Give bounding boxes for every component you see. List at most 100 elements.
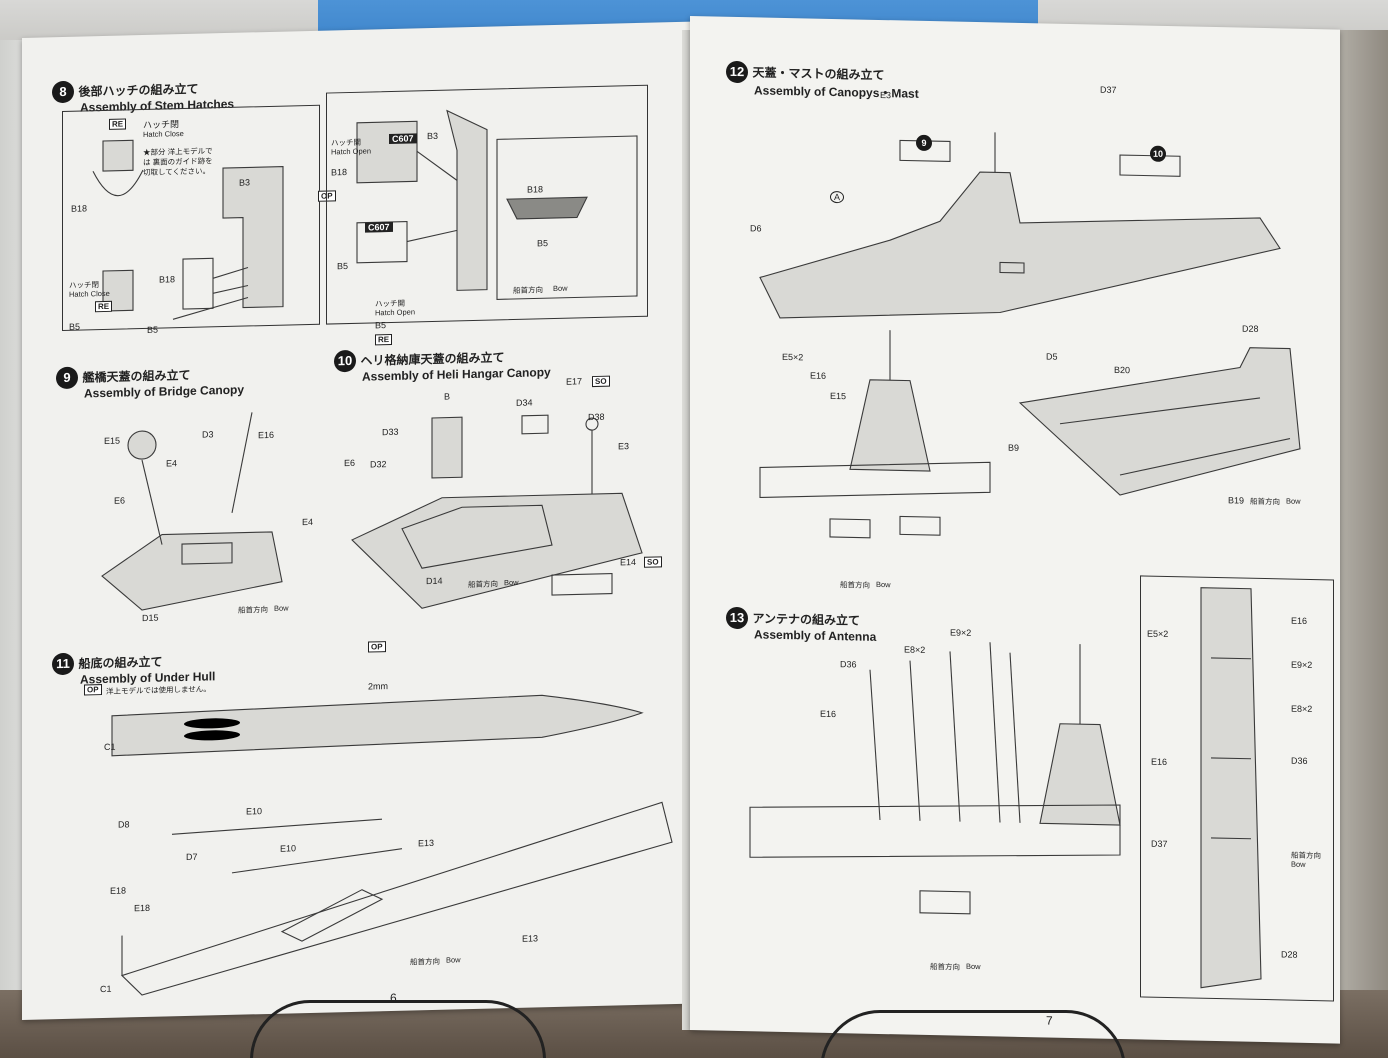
step8-b18b-label: B18	[159, 274, 176, 285]
step8-b5e-label: B5	[537, 238, 549, 249]
step9-number: 9	[56, 366, 78, 390]
step10-so-tag-2: SO	[644, 556, 662, 568]
step9-bridge-drawing	[101, 412, 283, 611]
step12-title-jp: 天蓋・マストの組み立て	[752, 65, 885, 83]
step13-overhead-drawing	[1200, 587, 1262, 989]
step10-d33-label: D33	[382, 426, 399, 438]
step11-d7-label: D7	[186, 851, 198, 862]
step13-e9x2-label: E9×2	[950, 627, 972, 638]
step9-e16-label: E16	[258, 429, 275, 441]
step12-e3-label: E3	[880, 89, 892, 101]
step9-e15-label: E15	[104, 435, 121, 446]
step8-re-label-1: RE	[109, 118, 127, 130]
step11-c1a-label: C1	[104, 741, 116, 752]
step10-d32-label: D32	[370, 459, 387, 470]
step10-bow-en: Bow	[504, 577, 519, 588]
step8-number: 8	[52, 80, 74, 104]
step8-b5d-label: B5	[375, 320, 387, 331]
step10-d34-label: D34	[516, 397, 533, 408]
step11-op-icon-2: OP	[368, 641, 386, 653]
step9-heading: 9 艦橋天蓋の組み立て Assembly of Bridge Canopy	[56, 363, 244, 402]
step13-e16-label: E16	[820, 708, 837, 720]
step12-d28-label: D28	[1242, 323, 1259, 334]
step12-e5x2-label: E5×2	[782, 351, 804, 363]
step8-hatch-open-box: ハッチ開 Hatch Open C607 B3 B18 C607 B5 ハッチ開…	[326, 84, 648, 346]
step13-title-jp: アンテナの組み立て	[752, 611, 860, 628]
step8-hatch-close2-en: Hatch Close	[69, 288, 110, 299]
step10-number: 10	[334, 349, 356, 373]
step11-e13a-label: E13	[418, 837, 435, 849]
step13-d36b-label: D36	[1291, 755, 1308, 766]
step11-bow-jp: 船首方向	[410, 956, 440, 967]
step8-b18-label: B18	[71, 203, 88, 214]
step9-d15-label: D15	[142, 612, 159, 624]
step11-d8-label: D8	[118, 819, 130, 830]
step13-d37-label: D37	[1151, 838, 1168, 850]
step13-antenna-drawing	[749, 642, 1121, 915]
step11-op-icon-1: OP	[84, 684, 102, 696]
step12-ship-drawing	[759, 132, 1281, 319]
instruction-page-left: 8 後部ハッチの組み立て Assembly of Stem Hatches RE…	[22, 21, 702, 1020]
step13-e8x2b-label: E8×2	[1291, 703, 1313, 715]
step11-e18b-label: E18	[134, 902, 151, 914]
step9-d3-label: D3	[202, 429, 214, 440]
step12-d6-label: D6	[750, 223, 762, 234]
step8-re-label-2: RE	[95, 300, 113, 313]
step12-ref9-badge: 9	[916, 134, 932, 152]
step8-hatch-open-en: Hatch Open	[331, 146, 372, 157]
step8-b18c-label: B18	[331, 167, 348, 178]
step10-e14-label: E14	[620, 556, 637, 568]
step11-bow-en: Bow	[446, 955, 461, 965]
step10-e17-label: E17	[566, 376, 583, 387]
step13-e5x2b-label: E5×2	[1147, 628, 1169, 640]
step11-e13b-label: E13	[522, 933, 539, 944]
step12-mast-drawing	[759, 330, 991, 539]
step12-bow-en-2: Bow	[1286, 496, 1301, 506]
step12-b20-label: B20	[1114, 364, 1131, 376]
step8-hatch-close-box: RE ハッチ閉 Hatch Close ★部分 洋上モデルでは 裏面のガイド跡を…	[62, 104, 320, 335]
step13-overhead-bow-en: Bow	[1291, 859, 1306, 869]
step9-e6-label: E6	[114, 495, 126, 506]
step9-bow-en: Bow	[274, 603, 289, 613]
step13-bow-jp: 船首方向	[930, 962, 960, 972]
step10-so-tag-1: SO	[592, 375, 610, 388]
step10-e6-label: E6	[344, 457, 356, 469]
step12-b19-label: B19	[1228, 495, 1245, 506]
step12-d37-label: D37	[1100, 84, 1117, 95]
step8-b5b-label: B5	[69, 321, 81, 332]
step12-bow-en: Bow	[876, 579, 891, 590]
step10-title-jp: ヘリ格納庫天蓋の組み立て	[360, 350, 505, 368]
step8-hatch-open2-en: Hatch Open	[375, 307, 416, 318]
step10-e3-label: E3	[618, 441, 630, 452]
step12-bow-jp: 船首方向	[840, 580, 870, 590]
step10-heading: 10 ヘリ格納庫天蓋の組み立て Assembly of Heli Hangar …	[334, 345, 551, 384]
step8-c607-tag-2: C607	[365, 221, 393, 233]
step8-b5-label: B5	[147, 324, 159, 335]
step9-bow-jp: 船首方向	[238, 604, 268, 615]
booklet-stand-left	[250, 1000, 546, 1058]
step8-b18d-label: B18	[527, 184, 544, 195]
step13-bow-en: Bow	[966, 961, 981, 972]
step10-bow-jp: 船首方向	[468, 579, 498, 590]
step11-heading: 11 船底の組み立て Assembly of Under Hull	[52, 649, 215, 687]
step8-title-jp: 後部ハッチの組み立て	[78, 81, 199, 99]
instruction-page-right: 12 天蓋・マストの組み立て Assembly of Canopys・Mast …	[690, 16, 1340, 1044]
step13-e8x2-label: E8×2	[904, 644, 926, 655]
step12-title-en: Assembly of Canopys・Mast	[754, 83, 919, 101]
step13-e16b-label: E16	[1291, 615, 1308, 626]
step8-b3-label: B3	[239, 177, 251, 188]
booklet-stand-right	[820, 1010, 1126, 1058]
step13-d28-label: D28	[1281, 949, 1298, 960]
step10-title-en: Assembly of Heli Hangar Canopy	[362, 365, 551, 384]
step12-b9-label: B9	[1008, 442, 1020, 453]
step8-bow-en: Bow	[553, 283, 568, 294]
step13-overhead-box: E5×2 E16 E9×2 E8×2 E16 D36 D37 船首方向 Bow …	[1140, 575, 1334, 1002]
step12-a-marker: A	[830, 190, 845, 204]
step12-e16-label: E16	[810, 370, 827, 381]
step11-hull-drawing	[111, 694, 673, 996]
step8-hatch-close-en: Hatch Close	[143, 129, 184, 140]
step13-e9x2b-label: E9×2	[1291, 659, 1313, 671]
step10-hangar-drawing	[351, 414, 643, 609]
step9-e4b-label: E4	[302, 516, 314, 528]
